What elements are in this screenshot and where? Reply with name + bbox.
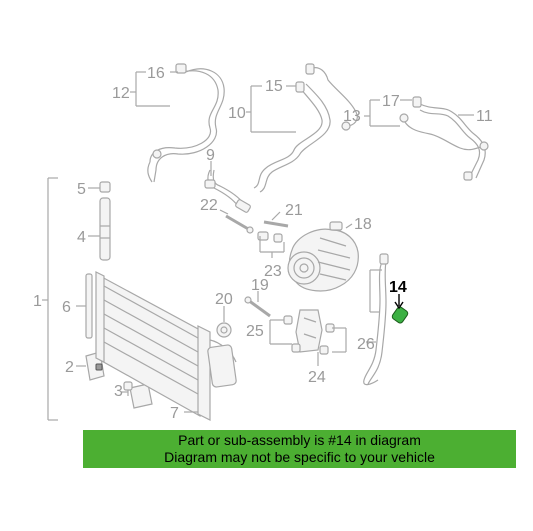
label-26: 26 [357,336,375,353]
banner-line-2: Diagram may not be specific to your vehi… [164,449,435,465]
label-12: 12 [112,85,130,102]
compressor-18 [287,221,359,292]
part-6 [85,273,93,339]
label-7: 7 [170,405,179,422]
label-23: 23 [264,263,282,280]
part-14-highlighted [391,294,409,324]
label-11: 11 [476,108,493,125]
banner-line-1: Part or sub-assembly is #14 in diagram [178,432,421,448]
label-24: 24 [308,369,326,386]
label-20: 20 [215,291,233,308]
line-9 [204,169,251,213]
label-2: 2 [65,359,74,376]
condenser-7 [95,271,237,421]
part-21 [257,220,289,243]
label-1: 1 [33,293,42,310]
label-16: 16 [147,65,165,82]
bracket-24 [283,309,335,355]
label-21: 21 [285,202,303,219]
hose-assembly-12 [147,63,225,183]
part-4 [99,197,111,261]
label-19: 19 [251,277,269,294]
label-10: 10 [228,105,246,122]
hose-assembly-11 [399,96,489,181]
label-3: 3 [114,383,123,400]
part-20 [216,322,232,338]
label-6: 6 [62,299,71,316]
hose-assembly-10 [253,63,358,193]
label-4: 4 [77,229,86,246]
label-17: 17 [382,93,400,110]
label-13: 13 [343,108,361,125]
part-19 [244,296,271,318]
label-22: 22 [200,197,218,214]
label-5: 5 [77,181,86,198]
hose-26 [363,253,389,386]
label-9: 9 [206,147,215,164]
label-15: 15 [265,78,283,95]
label-25: 25 [246,323,264,340]
label-14: 14 [389,279,407,296]
info-banner: Part or sub-assembly is #14 in diagram D… [83,430,516,468]
part-5 [99,181,111,193]
label-18: 18 [354,216,372,233]
part-22 [225,214,254,234]
